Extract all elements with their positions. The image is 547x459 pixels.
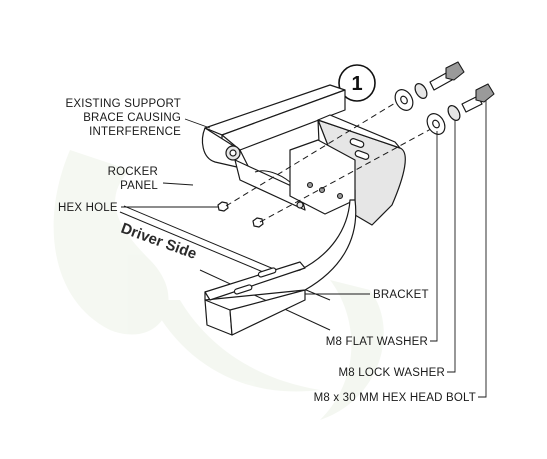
- label-flat-washer: M8 FLAT WASHER: [326, 336, 428, 348]
- step-badge: 1: [338, 64, 376, 102]
- label-brace-line3: INTERFERENCE: [89, 126, 181, 138]
- label-brace-line2: BRACE CAUSING: [83, 112, 181, 124]
- label-lock-washer: M8 LOCK WASHER: [338, 367, 445, 379]
- label-bracket: BRACKET: [373, 289, 429, 301]
- label-hex-hole: HEX HOLE: [58, 202, 118, 214]
- alignment-lines: [225, 99, 441, 223]
- label-hex-head-bolt: M8 x 30 MM HEX HEAD BOLT: [314, 392, 476, 404]
- leader-lines: [121, 100, 487, 398]
- background-watermark: [53, 150, 384, 420]
- hardware-set-upper: [394, 61, 465, 111]
- hardware-set-lower: [426, 83, 495, 135]
- support-brace: [201, 84, 346, 211]
- bracket: [204, 114, 406, 336]
- label-rocker-line2: PANEL: [120, 180, 158, 192]
- step-number: 1: [351, 73, 362, 95]
- label-rocker-line1: ROCKER: [108, 166, 158, 178]
- label-brace-line1: EXISTING SUPPORT: [66, 98, 181, 110]
- hex-holes: [217, 201, 264, 228]
